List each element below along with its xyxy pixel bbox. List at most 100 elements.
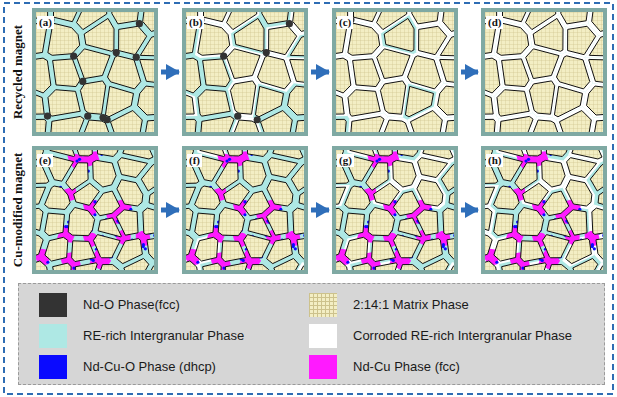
matrix-grain bbox=[589, 59, 603, 85]
matrix-grain bbox=[345, 237, 368, 261]
matrix-grain bbox=[36, 208, 43, 230]
matrix-grain bbox=[447, 235, 454, 263]
legend-text: 2:14:1 Matrix Phase bbox=[353, 297, 469, 313]
matrix-grain bbox=[48, 90, 80, 116]
legend-item: 2:14:1 Matrix Phase bbox=[309, 293, 589, 317]
matrix-grain bbox=[369, 150, 392, 156]
matrix-grain bbox=[243, 235, 270, 258]
nd-cu-o-phase bbox=[196, 261, 199, 264]
panel-label: (d) bbox=[486, 16, 503, 29]
matrix-grain bbox=[195, 237, 218, 261]
matrix-grain bbox=[290, 31, 304, 57]
matrix-grain bbox=[517, 207, 543, 235]
matrix-grain bbox=[442, 119, 454, 132]
matrix-grain bbox=[74, 263, 97, 270]
legend-text: RE-rich Intergranular Phase bbox=[83, 328, 244, 344]
matrix-grain bbox=[485, 165, 498, 184]
matrix-grain bbox=[494, 186, 520, 209]
matrix-grain bbox=[149, 177, 154, 211]
matrix-grain bbox=[374, 183, 400, 205]
matrix-grain bbox=[289, 266, 304, 270]
matrix-grain bbox=[267, 180, 293, 206]
matrix-grain bbox=[588, 266, 603, 270]
matrix-grain bbox=[393, 191, 419, 216]
matrix-grain bbox=[336, 58, 351, 93]
matrix-grain bbox=[53, 263, 71, 270]
matrix-grain bbox=[542, 191, 568, 216]
matrix-grain bbox=[336, 119, 346, 132]
matrix-grain bbox=[186, 187, 196, 206]
matrix-grain bbox=[36, 187, 46, 206]
matrix-grain bbox=[84, 18, 114, 51]
microstructure-panel: (e) bbox=[32, 146, 158, 274]
panel-label: (f) bbox=[187, 154, 202, 167]
matrix-grain bbox=[274, 259, 299, 271]
nd-cu-o-phase bbox=[602, 234, 603, 237]
matrix-grain bbox=[186, 86, 194, 114]
microstructure-panel: (g) bbox=[332, 146, 458, 274]
matrix-grain bbox=[345, 186, 371, 209]
panel-illustration bbox=[186, 12, 304, 132]
matrix-grain bbox=[296, 150, 304, 162]
panel-label: (h) bbox=[486, 154, 503, 167]
nd-cu-o-phase bbox=[524, 160, 527, 163]
legend-item: Nd-Cu Phase (fcc) bbox=[309, 355, 589, 379]
matrix-grain bbox=[336, 208, 343, 230]
matrix-grain bbox=[546, 150, 575, 157]
matrix-grain bbox=[521, 241, 545, 262]
matrix-grain bbox=[273, 150, 303, 159]
matrix-grain bbox=[299, 177, 304, 211]
matrix-grain bbox=[559, 111, 591, 132]
legend-item: Nd-O Phase(fcc) bbox=[39, 293, 319, 317]
matrix-grain bbox=[572, 150, 602, 159]
intergranular-phase bbox=[36, 150, 154, 270]
matrix-grain bbox=[267, 239, 293, 264]
matrix-grain bbox=[77, 49, 110, 79]
nd-cu-o-phase bbox=[92, 259, 95, 262]
matrix-grain bbox=[117, 180, 143, 206]
matrix-grain bbox=[556, 56, 589, 89]
matrix-grain bbox=[441, 163, 454, 191]
matrix-grain bbox=[97, 150, 126, 157]
nd-o-particle bbox=[70, 53, 77, 60]
matrix-grain bbox=[291, 163, 304, 191]
nd-o-particle bbox=[133, 54, 140, 61]
panel-illustration bbox=[485, 150, 603, 270]
matrix-grain bbox=[439, 266, 454, 270]
matrix-grain bbox=[568, 26, 596, 54]
matrix-grain bbox=[257, 56, 290, 89]
legend-item: RE-rich Intergranular Phase bbox=[39, 324, 319, 348]
matrix-grain bbox=[592, 12, 603, 31]
matrix-grain bbox=[139, 266, 154, 270]
legend-item: Nd-Cu-O Phase (dhcp) bbox=[39, 355, 319, 379]
matrix-grain bbox=[45, 186, 71, 209]
matrix-grain bbox=[566, 239, 592, 264]
flow-arrow bbox=[461, 70, 478, 75]
microstructure-panel: (h) bbox=[481, 146, 607, 274]
matrix-grain bbox=[592, 208, 603, 234]
nd-cu-o-phase bbox=[225, 160, 228, 163]
matrix-grain bbox=[143, 12, 154, 31]
legend-swatch bbox=[309, 324, 337, 348]
nd-o-particle bbox=[254, 116, 261, 123]
matrix-grain bbox=[147, 235, 154, 263]
matrix-grain bbox=[244, 265, 278, 270]
matrix-grain bbox=[219, 150, 242, 156]
matrix-grain bbox=[589, 31, 603, 57]
matrix-grain bbox=[93, 160, 116, 187]
legend-item: Corroded RE-rich Intergranular Phase bbox=[309, 324, 589, 348]
matrix-grain bbox=[293, 208, 304, 234]
matrix-grain bbox=[227, 49, 260, 79]
matrix-grain bbox=[260, 111, 292, 132]
nd-cu-o-phase bbox=[242, 259, 245, 262]
matrix-grain bbox=[446, 150, 454, 162]
matrix-grain bbox=[186, 261, 201, 270]
matrix-grain bbox=[116, 210, 138, 235]
legend-text: Nd-Cu-O Phase (dhcp) bbox=[83, 359, 216, 375]
matrix-grain bbox=[124, 259, 149, 271]
panel-label: (e) bbox=[37, 154, 53, 167]
matrix-grain bbox=[290, 59, 304, 85]
legend-text: Nd-O Phase(fcc) bbox=[83, 297, 180, 313]
matrix-grain bbox=[72, 241, 96, 262]
panel-illustration bbox=[485, 12, 603, 132]
